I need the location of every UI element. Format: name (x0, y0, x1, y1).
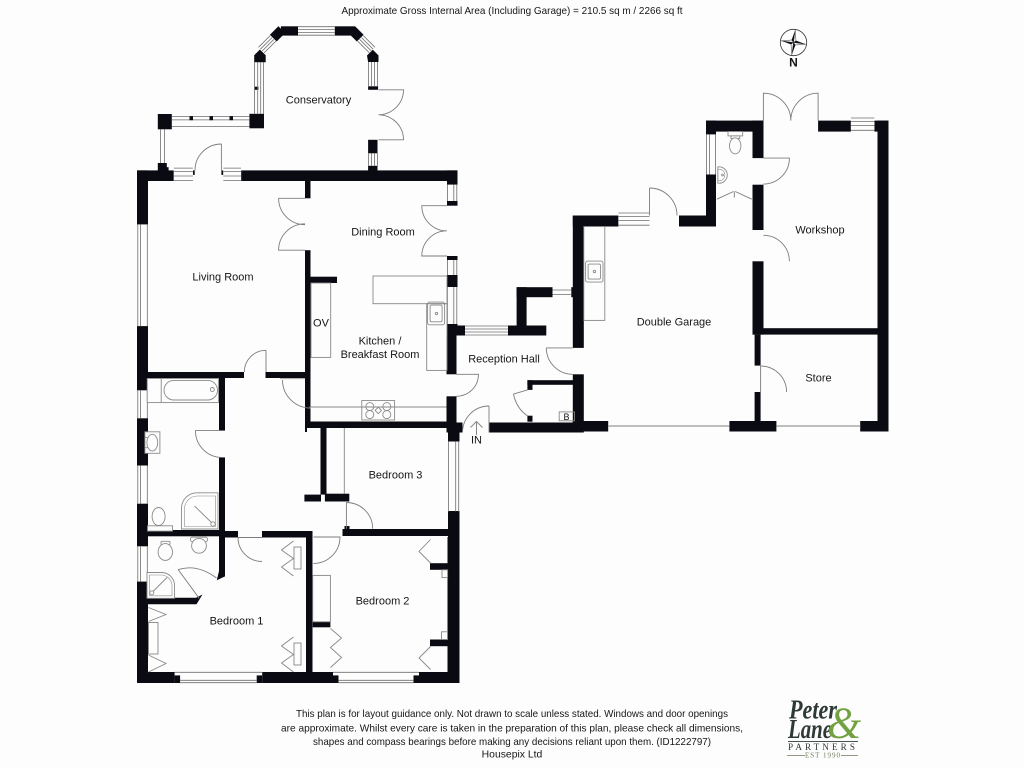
svg-text:Breakfast Room: Breakfast Room (341, 349, 420, 361)
svg-text:Dining Room: Dining Room (351, 227, 415, 239)
svg-text:Bedroom 2: Bedroom 2 (356, 596, 410, 608)
svg-text:This plan is for layout guidan: This plan is for layout guidance only. N… (296, 709, 728, 720)
svg-text:Kitchen /: Kitchen / (359, 336, 403, 348)
svg-text:are approximate. Whilst every: are approximate. Whilst every care is ta… (281, 723, 743, 734)
svg-text:Bedroom 1: Bedroom 1 (210, 616, 264, 628)
svg-text:Approximate Gross Internal Are: Approximate Gross Internal Area (Includi… (342, 5, 683, 17)
svg-text:&: & (827, 699, 862, 748)
svg-text:Workshop: Workshop (795, 225, 844, 237)
svg-text:IN: IN (471, 435, 482, 447)
svg-text:Peter: Peter (788, 695, 837, 725)
svg-text:Lane: Lane (787, 714, 832, 744)
svg-text:Conservatory: Conservatory (286, 95, 352, 107)
svg-text:Reception Hall: Reception Hall (468, 354, 540, 366)
svg-text:B: B (563, 412, 569, 422)
svg-text:Living Room: Living Room (192, 272, 253, 284)
svg-text:Bedroom 3: Bedroom 3 (369, 470, 423, 482)
svg-text:PARTNERS: PARTNERS (788, 742, 858, 752)
svg-text:Housepix Ltd: Housepix Ltd (482, 750, 543, 761)
svg-text:OV: OV (313, 318, 330, 330)
svg-text:Double Garage: Double Garage (637, 317, 712, 329)
svg-text:EST 1990: EST 1990 (805, 752, 841, 760)
svg-text:Store: Store (805, 373, 831, 385)
svg-text:shapes and compass bearings be: shapes and compass bearings before makin… (313, 737, 711, 748)
svg-text:N: N (789, 56, 798, 70)
